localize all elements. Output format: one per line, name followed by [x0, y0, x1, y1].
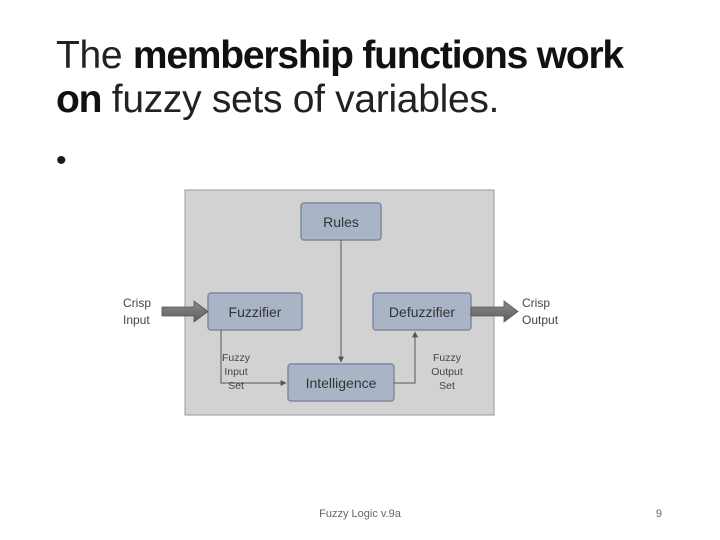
crisp-output-arrow — [470, 300, 519, 323]
svg-text:Set: Set — [439, 380, 455, 392]
defuzzifier-label: Defuzzifier — [389, 304, 455, 320]
fuzzifier-box: Fuzzifier — [207, 292, 303, 331]
fuzzy-input-set-label: Fuzzy Input Set — [222, 352, 251, 392]
fuzzy-system-diagram: Rules Fuzzifier Defuzzifier Intelligence… — [118, 186, 570, 418]
intelligence-label: Intelligence — [306, 375, 377, 391]
rules-box: Rules — [300, 202, 382, 241]
crisp-input-label: Crisp Input — [123, 296, 151, 327]
svg-text:Input: Input — [224, 366, 247, 378]
intelligence-to-defuzzifier-arrow — [394, 331, 418, 384]
intelligence-box: Intelligence — [287, 363, 395, 402]
page-number: 9 — [655, 508, 662, 520]
fuzzifier-label: Fuzzifier — [229, 304, 282, 320]
svg-text:Output: Output — [431, 366, 463, 378]
svg-text:Fuzzy: Fuzzy — [433, 352, 462, 364]
crisp-input-arrow — [161, 300, 209, 323]
crisp-output-label: Crisp Output — [522, 296, 559, 327]
slide-footer: Fuzzy Logic v.9a — [319, 508, 401, 520]
rules-label: Rules — [323, 214, 359, 230]
svg-text:Crisp: Crisp — [123, 296, 151, 310]
bullet-point: • — [56, 144, 67, 177]
svg-text:Output: Output — [522, 313, 559, 327]
slide-title: The membership functions work on fuzzy s… — [56, 34, 676, 122]
fuzzy-output-set-label: Fuzzy Output Set — [431, 352, 463, 392]
svg-text:Input: Input — [123, 313, 150, 327]
title-part-3: fuzzy sets of variables. — [101, 78, 500, 121]
svg-text:Set: Set — [228, 380, 244, 392]
fuzzifier-to-intelligence-arrow — [220, 330, 287, 386]
defuzzifier-box: Defuzzifier — [372, 292, 472, 331]
svg-text:Crisp: Crisp — [522, 296, 550, 310]
title-emphasis: membership functions work on — [56, 34, 624, 121]
svg-text:Fuzzy: Fuzzy — [222, 352, 251, 364]
title-part-1: The — [56, 34, 133, 77]
